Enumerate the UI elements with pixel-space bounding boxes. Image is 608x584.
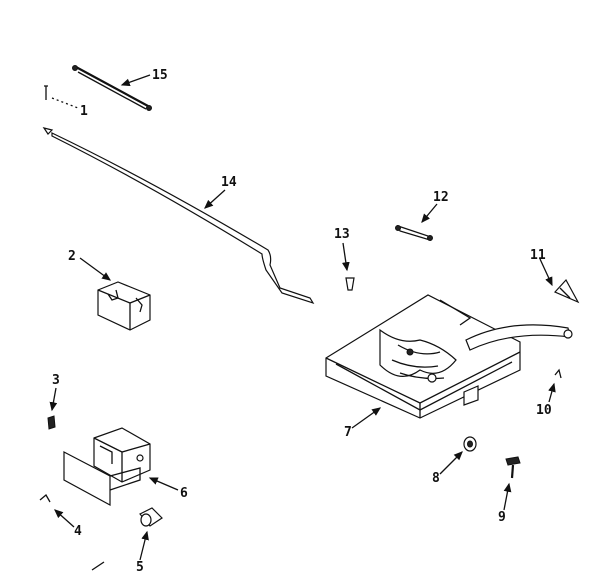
label-4: 4 [74,524,82,539]
part-9-screw [503,456,521,511]
partial-part-bottom [91,561,105,571]
label-12: 12 [433,190,449,205]
part-1-pin [44,85,79,109]
label-15: 15 [152,68,168,83]
label-6: 6 [180,486,188,501]
label-14: 14 [221,175,237,190]
part-3-screw [47,387,58,430]
label-7: 7 [344,425,352,440]
part-10-clip [548,368,562,403]
part-5-roller [139,507,163,561]
part-14-link-rod [42,127,315,305]
label-5: 5 [136,560,144,575]
part-13-screw [341,242,355,291]
label-1: 1 [80,104,88,119]
part-15-rod [72,65,152,111]
label-11: 11 [530,248,546,263]
part-4-clip [39,494,75,528]
part-12-pin [395,203,438,241]
part-7-assembly [325,294,573,429]
label-13: 13 [334,227,350,242]
part-11-cap [539,258,580,304]
label-8: 8 [432,471,440,486]
label-3: 3 [52,373,60,388]
label-10: 10 [536,403,552,418]
part-6-bracket [63,427,179,507]
part-8-grommet [439,436,477,475]
part-2-motor [79,257,151,331]
label-9: 9 [498,510,506,525]
label-2: 2 [68,249,76,264]
